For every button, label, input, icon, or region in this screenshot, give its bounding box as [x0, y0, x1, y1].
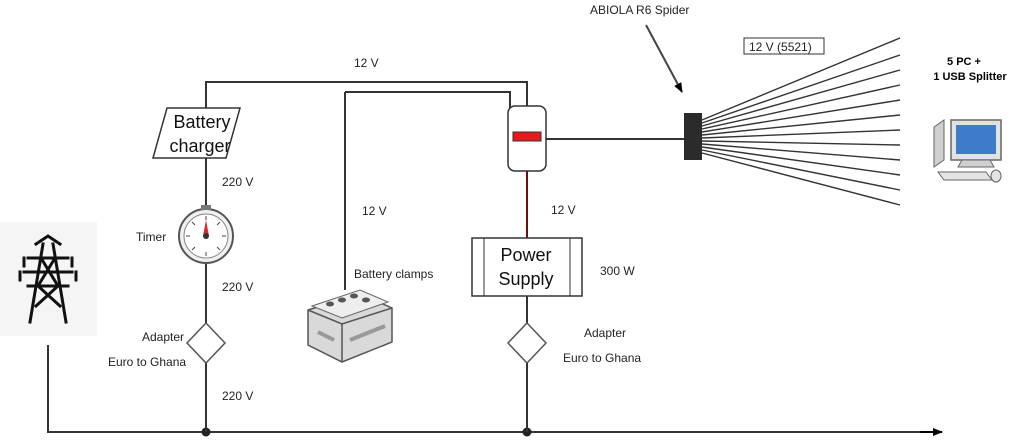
adapter-left-label-1: Adapter: [142, 330, 184, 344]
voltage-220-c: 220 V: [222, 389, 253, 403]
power-pylon-icon: [0, 222, 97, 336]
spider-pointer-arrow: [645, 24, 683, 93]
timer-label: Timer: [136, 230, 166, 244]
pcs-label-1: 5 PC +: [947, 56, 981, 68]
voltage-220-b: 220 V: [222, 280, 253, 294]
adapter-right-label-1: Adapter: [584, 326, 626, 340]
power-supply-label-1: Power: [500, 245, 551, 265]
battery-charger-label-2: charger: [169, 136, 230, 156]
spider-voltage-box: [743, 37, 825, 55]
pcs-label-2: 1 USB Splitter: [933, 71, 1007, 83]
timer-icon: [178, 205, 234, 264]
battery-charger-label-1: Battery: [173, 112, 230, 132]
spider-connector-block: [684, 113, 702, 160]
adapter-left-label-2: Euro to Ghana: [108, 355, 186, 369]
clamps-voltage-label: 12 V: [362, 204, 387, 218]
power-watts-label: 300 W: [600, 264, 635, 278]
top-voltage-label: 12 V: [354, 56, 379, 70]
power-supply-box: Power Supply: [471, 237, 583, 297]
spider-title: ABIOLA R6 Spider: [590, 3, 689, 17]
battery-line-top: [345, 91, 511, 108]
spider-fanout-wires: [701, 37, 901, 206]
battery-charger: Battery charger: [152, 107, 241, 159]
mains-bus-line: [47, 345, 938, 433]
car-battery-icon: [307, 289, 393, 363]
switch-icon: [507, 105, 547, 172]
battery-clamps-label: Battery clamps: [354, 267, 433, 281]
spider-voltage-label: 12 V (5521): [749, 40, 812, 54]
adapter-diamond-icon: [185, 321, 227, 365]
adapter-diamond-icon: [506, 321, 548, 365]
supply-voltage-label: 12 V: [551, 203, 576, 217]
top-12v-wire: [205, 81, 528, 135]
adapter-right-label-2: Euro to Ghana: [563, 351, 641, 365]
voltage-220-a: 220 V: [222, 175, 253, 189]
power-supply-label-2: Supply: [498, 269, 553, 289]
computer-icon: [933, 119, 1002, 183]
